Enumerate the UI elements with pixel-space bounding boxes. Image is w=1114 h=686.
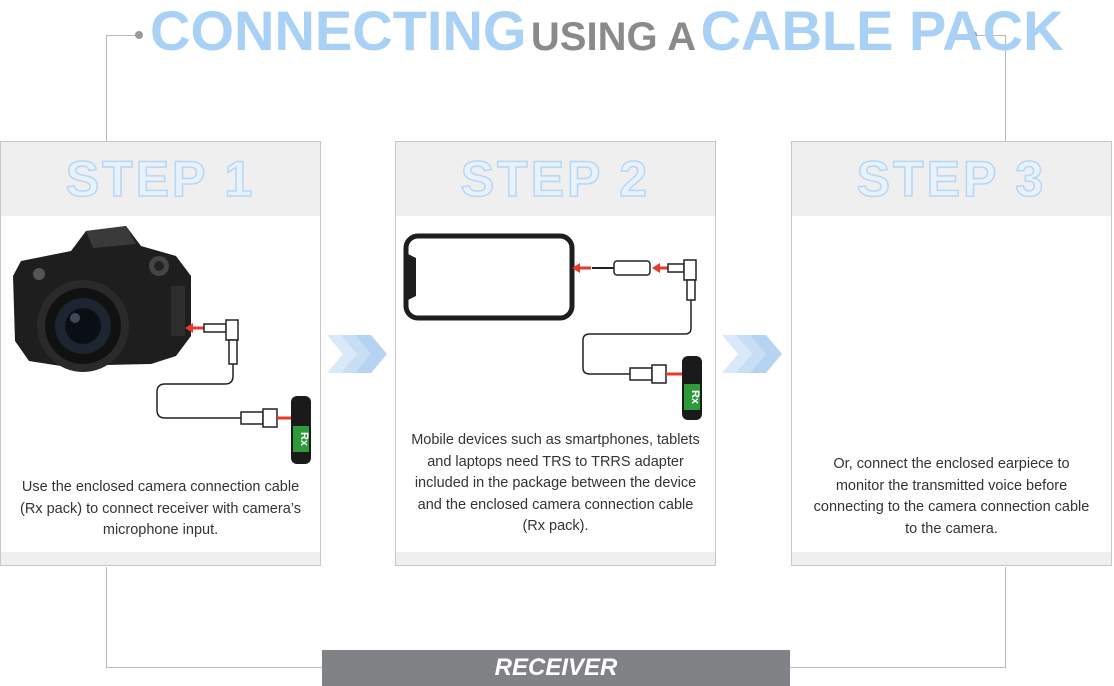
title-word-using: USING A (530, 15, 697, 59)
chevron-arrows-icon (327, 335, 387, 373)
audio-jack-icon (203, 319, 239, 365)
receiver-footer-label: RECEIVER (494, 654, 618, 681)
frame-bottom-right (790, 567, 1006, 668)
step-2-label: STEP 2 (460, 150, 651, 208)
camera-setup-illustration: Rx (13, 226, 311, 464)
frame-bottom-left (106, 567, 323, 668)
frame-dot-left (135, 31, 143, 39)
step-3-label: STEP 3 (856, 150, 1047, 208)
step-3-header: STEP 3 (792, 142, 1111, 216)
frame-top-left (106, 35, 139, 142)
receiver-tag: Rx (689, 390, 701, 405)
adapter-icon (592, 260, 651, 276)
receiver-footer-bar: RECEIVER (322, 650, 790, 686)
cable-line (582, 300, 692, 375)
step-2-header: STEP 2 (396, 142, 715, 216)
step-1-text: Use the enclosed camera connection cable… (20, 479, 301, 538)
receiver-icon: Rx (682, 356, 702, 420)
step-1-header: STEP 1 (1, 142, 320, 216)
step-1-footer (1, 552, 320, 565)
receiver-icon: Rx (291, 396, 311, 464)
usb-plug-icon (240, 408, 278, 428)
chevron-arrows-icon (722, 335, 782, 373)
step-3-text: Or, connect the enclosed earpiece to mon… (813, 456, 1090, 537)
receiver-tag: Rx (298, 432, 310, 447)
cable-line (156, 364, 241, 419)
audio-jack-icon (667, 259, 697, 301)
step-1-label: STEP 1 (65, 150, 256, 208)
page-title: CONNECTING USING A CABLE PACK (150, 0, 1064, 62)
step-3-panel: STEP 3 Or, connect the enclosed earpiece… (791, 141, 1112, 566)
title-word-cable-pack: CABLE PACK (700, 0, 1064, 62)
step-2-footer (396, 552, 715, 565)
smartphone-icon (403, 233, 575, 321)
step-2-text: Mobile devices such as smartphones, tabl… (411, 432, 700, 534)
step-2-panel: STEP 2 (395, 141, 716, 566)
frame-top-right (975, 35, 1006, 142)
frame-dot-right (969, 31, 977, 39)
camera-icon (13, 226, 191, 372)
step-1-panel: STEP 1 (0, 141, 321, 566)
smartphone-setup-illustration: Rx (403, 233, 702, 420)
step-3-footer (792, 552, 1111, 565)
usb-plug-icon (629, 364, 667, 384)
title-word-connecting: CONNECTING (150, 0, 527, 62)
